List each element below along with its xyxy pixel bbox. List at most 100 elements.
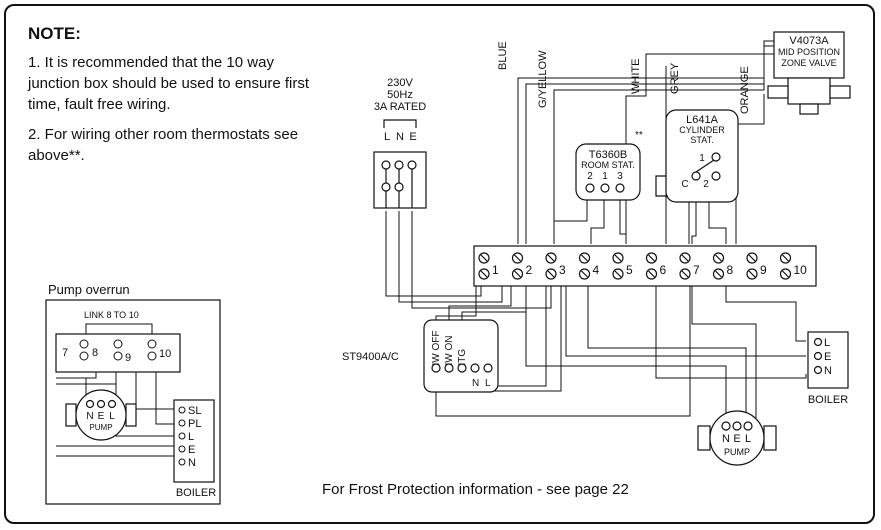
zone-valve-head <box>773 31 845 79</box>
wire-label-white: WHITE <box>630 59 642 94</box>
junction-screw-slot <box>514 270 521 278</box>
cylinder-stat-body <box>665 109 739 203</box>
wire-labels: BLUE G/YELLOW WHITE GREY ORANGE <box>497 41 751 114</box>
overrun-pump-term-l: L <box>109 411 115 422</box>
junction-screw-slot <box>748 254 756 262</box>
junction-screw-slot <box>748 270 756 278</box>
cylinder-stat-model: L641A <box>686 114 718 126</box>
wire-label-gyellow: G/YELLOW <box>537 50 549 108</box>
junction-screw-slot <box>681 254 689 262</box>
pump-overrun-inset: Pump overrun LINK 8 TO 10 7 8 9 10 <box>45 282 221 505</box>
supply-voltage: 230V <box>387 77 413 89</box>
junction-screw-slot <box>648 270 655 278</box>
boiler-right-term-n: N <box>824 365 832 377</box>
overrun-boiler-label: BOILER <box>176 487 216 499</box>
supply-group: 230V 50Hz 3A RATED L N E <box>373 77 427 209</box>
junction-screw-slot <box>581 254 588 262</box>
programmer: ST9400A/C HW OFF HW ON HTG N L <box>342 319 499 393</box>
junction-term-label-6: 6 <box>660 263 667 277</box>
overrun-boiler-term-pl: PL <box>188 418 201 430</box>
junction-screw-slot <box>614 254 622 262</box>
junction-term-label-1: 1 <box>492 263 499 277</box>
junction-term-label-10: 10 <box>794 263 808 277</box>
programmer-term-hw-off: HW OFF <box>431 331 442 370</box>
fused-spur-box <box>373 151 427 209</box>
junction-screw-slot <box>547 254 555 262</box>
cylinder-stat-term-1: 1 <box>699 153 705 164</box>
wire-label-grey: GREY <box>669 62 681 94</box>
programmer-term-hw-on: HW ON <box>444 336 455 370</box>
supply-frequency: 50Hz <box>387 89 413 101</box>
junction-term-label-9: 9 <box>760 263 767 277</box>
boiler-right: L E N BOILER <box>807 331 849 406</box>
junction-term-label-3: 3 <box>559 263 566 277</box>
overrun-boiler-term-l: L <box>188 431 194 443</box>
supply-term-n: N <box>396 131 404 143</box>
junction-term-label-4: 4 <box>593 263 600 277</box>
wiring-diagram: 230V 50Hz 3A RATED L N E BLUE G/YELLOW W… <box>45 31 851 505</box>
junction-term-label-5: 5 <box>626 263 633 277</box>
junction-screw-slot <box>480 270 488 278</box>
pump-right: N E L PUMP <box>697 410 777 466</box>
cylinder-thermostat: L641A CYLINDER STAT. 1 C 2 <box>655 109 739 203</box>
pump-right-term-n: N <box>722 433 730 445</box>
junction-screw-slot <box>480 254 488 262</box>
room-stat-term-1: 1 <box>602 171 608 182</box>
boiler-right-term-e: E <box>824 351 831 363</box>
junction-box-body <box>473 245 817 287</box>
junction-term-label-8: 8 <box>727 263 734 277</box>
zone-valve-model: V4073A <box>789 35 829 47</box>
cylinder-stat-term-c: C <box>681 179 688 190</box>
overrun-term-8: 8 <box>92 347 98 359</box>
junction-screw-slot <box>514 254 521 262</box>
note-item-1: 1. It is recommended that the 10 way jun… <box>28 54 310 113</box>
wire-label-blue: BLUE <box>497 41 509 70</box>
overrun-pump-term-e: E <box>98 411 105 422</box>
overrun-term-9: 9 <box>125 352 131 364</box>
junction-screw-slot <box>782 270 789 278</box>
pump-right-term-l: L <box>745 433 751 445</box>
programmer-body <box>423 319 499 393</box>
frost-protection-note: For Frost Protection information - see p… <box>322 481 629 498</box>
note-item-2: 2. For wiring other room thermostats see… <box>28 126 299 164</box>
overrun-link-label: LINK 8 TO 10 <box>84 310 139 320</box>
junction-screw-slot <box>614 270 622 278</box>
wire-label-orange: ORANGE <box>739 66 751 114</box>
pump-right-term-e: E <box>733 433 740 445</box>
room-stat-name: ROOM STAT. <box>581 160 635 170</box>
programmer-term-htg: HTG <box>457 349 468 370</box>
junction-screw-slot <box>782 254 789 262</box>
overrun-boiler-term-e: E <box>188 444 195 456</box>
overrun-title: Pump overrun <box>48 282 130 297</box>
diagram-frame: NOTE: 1. It is recommended that the 10 w… <box>4 4 875 524</box>
room-stat-note-mark: ** <box>635 130 643 141</box>
junction-screw-slot <box>648 254 655 262</box>
overrun-pump-label: PUMP <box>89 423 112 432</box>
boiler-right-label: BOILER <box>808 394 848 406</box>
overrun-boiler-term-n: N <box>188 457 196 469</box>
cylinder-stat-term-2: 2 <box>703 179 709 190</box>
junction-screw-slot <box>547 270 555 278</box>
zone-valve-type: MID POSITION <box>778 47 840 57</box>
overrun-term-7: 7 <box>62 347 68 359</box>
junction-screw-slot <box>715 270 722 278</box>
programmer-model: ST9400A/C <box>342 351 399 363</box>
overrun-boiler-box <box>173 399 215 483</box>
zone-valve-name: ZONE VALVE <box>781 58 836 68</box>
overrun-boiler-term-sl: SL <box>188 405 201 417</box>
junction-screw-slot <box>715 254 722 262</box>
room-thermostat: ** T6360B ROOM STAT. 2 1 3 <box>575 130 643 201</box>
supply-rating: 3A RATED <box>374 101 426 113</box>
note-title: NOTE: <box>28 24 81 43</box>
supply-term-l: L <box>384 131 390 143</box>
supply-term-e: E <box>409 131 416 143</box>
room-stat-model: T6360B <box>589 149 628 161</box>
programmer-term-n: N <box>472 378 479 389</box>
cylinder-stat-line3: STAT. <box>690 135 713 145</box>
overrun-term-10: 10 <box>159 348 171 360</box>
junction-screw-slot <box>581 270 588 278</box>
junction-screw-slot <box>681 270 689 278</box>
pump-right-label: PUMP <box>724 447 750 457</box>
programmer-term-l: L <box>485 378 491 389</box>
